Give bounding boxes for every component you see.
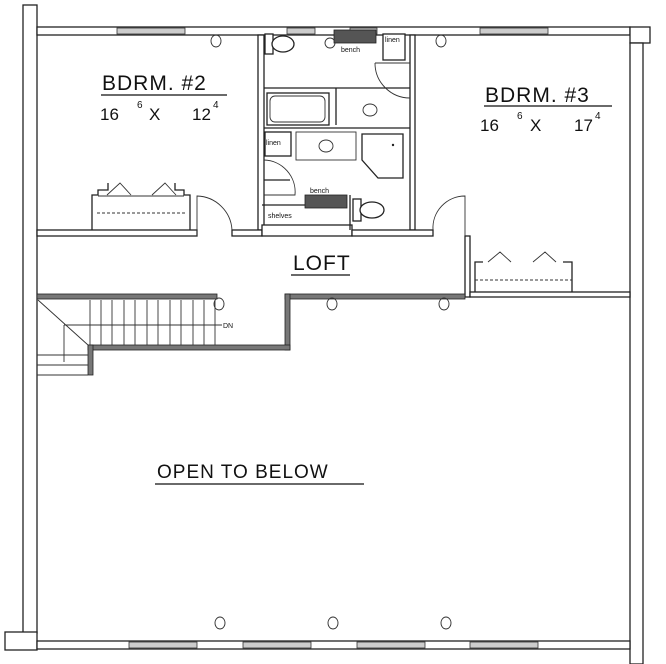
dim-depth: 17 xyxy=(574,116,593,135)
linen-label-2: linen xyxy=(266,140,281,147)
shower-icon xyxy=(361,133,404,179)
room-name: BDRM. #2 xyxy=(102,72,207,95)
room-label-bdrm3: BDRM. #3 16 6 X 17 4 xyxy=(480,84,612,135)
dim-depth-inches: 4 xyxy=(595,111,601,122)
room-label-loft: LOFT xyxy=(291,252,351,276)
bench-label: bench xyxy=(341,47,360,54)
room-name: LOFT xyxy=(293,252,351,275)
bathroom-fixtures: bench linen linen bench shelves xyxy=(264,29,406,222)
bench-label-2: bench xyxy=(310,188,329,195)
interior-walls xyxy=(36,34,631,298)
toilet-icon xyxy=(264,33,295,55)
stair-direction-label: DN xyxy=(223,323,233,330)
dim-width-inches: 6 xyxy=(517,111,523,122)
linen-label: linen xyxy=(385,37,400,44)
room-name: BDRM. #3 xyxy=(485,84,590,107)
room-label-open-to-below: OPEN TO BELOW xyxy=(155,462,364,485)
loft-railing xyxy=(36,293,466,376)
closet-bdrm3 xyxy=(474,251,573,292)
dim-x: X xyxy=(149,105,160,124)
room-name: OPEN TO BELOW xyxy=(157,462,329,483)
shelves-label: shelves xyxy=(268,213,292,220)
columns xyxy=(210,34,452,630)
exterior-walls xyxy=(4,4,651,664)
windows xyxy=(116,27,549,649)
dim-width-inches: 6 xyxy=(137,100,143,111)
sink-icon xyxy=(362,103,378,117)
dim-depth: 12 xyxy=(192,105,211,124)
dim-depth-inches: 4 xyxy=(213,100,219,111)
dim-width: 16 xyxy=(480,116,499,135)
sink-icon-2 xyxy=(318,139,334,153)
dim-x: X xyxy=(530,116,541,135)
staircase: DN xyxy=(37,299,233,362)
doors xyxy=(196,62,466,236)
bathtub-icon xyxy=(266,92,330,126)
closet-bdrm2 xyxy=(91,182,191,230)
toilet-icon-2 xyxy=(352,198,385,222)
room-label-bdrm2: BDRM. #2 16 6 X 12 4 xyxy=(100,72,227,124)
dim-width: 16 xyxy=(100,105,119,124)
